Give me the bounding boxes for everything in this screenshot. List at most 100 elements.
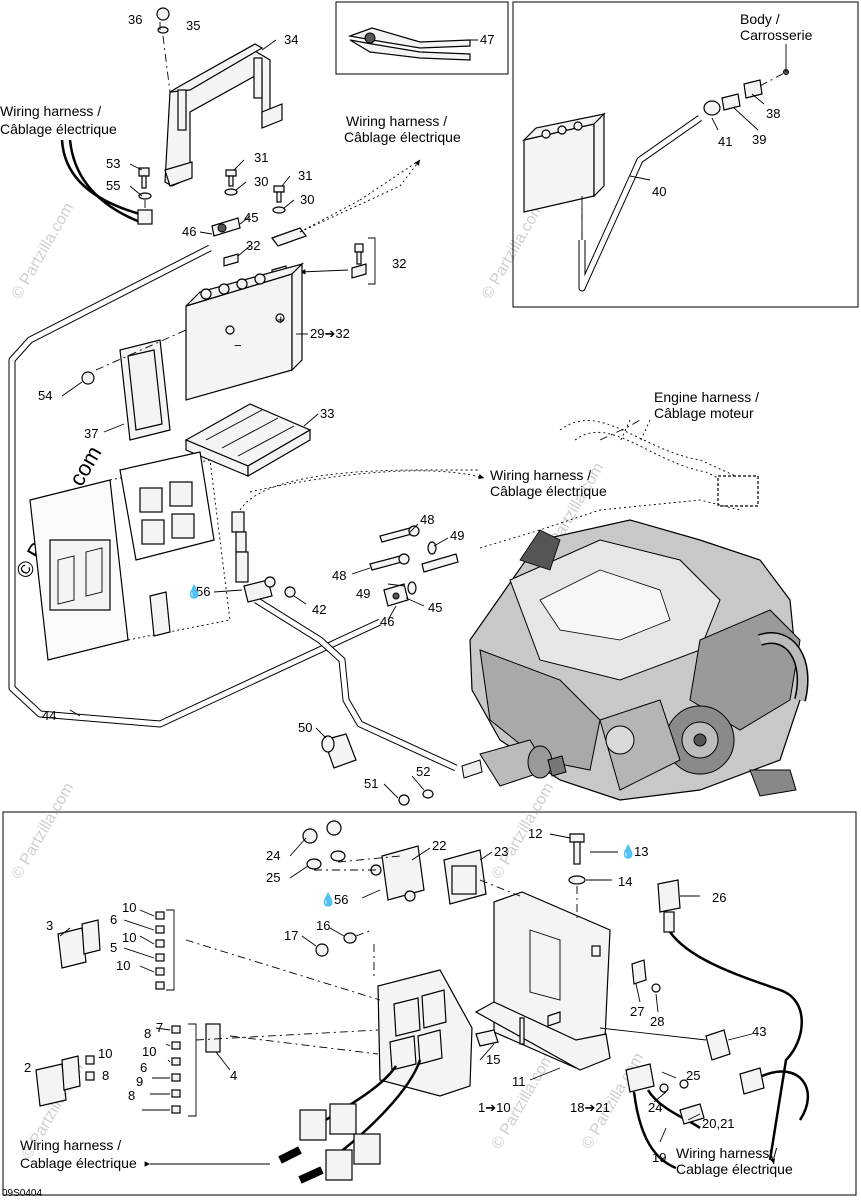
fuse-box-icon bbox=[377, 969, 473, 1097]
nut-54-icon bbox=[81, 329, 187, 385]
label-31a: 31 bbox=[254, 150, 268, 165]
captions: Wiring harness / Câblage électrique Wiri… bbox=[0, 11, 813, 1177]
callout-labels: 36 35 34 47 53 55 31 30 31 30 46 45 32 3… bbox=[24, 12, 780, 1165]
caption-wiring-bottom-right-line1: Wiring harness / bbox=[676, 1145, 777, 1161]
starter-motor-icon bbox=[461, 739, 567, 787]
battery-cable-44-icon bbox=[8, 244, 382, 728]
relay-22-icon bbox=[370, 845, 425, 902]
label-49a: 49 bbox=[450, 528, 464, 543]
label-25a: 25 bbox=[266, 870, 280, 885]
box-bracket-icon bbox=[474, 891, 611, 1071]
caption-wiring-top-mid-line1: Wiring harness / bbox=[346, 113, 447, 129]
label-30a: 30 bbox=[254, 174, 268, 189]
crimper-inset-box bbox=[335, 1, 509, 75]
label-18: 18➔21 bbox=[570, 1100, 610, 1115]
label-40: 40 bbox=[652, 184, 666, 199]
crimping-tool-icon bbox=[347, 27, 478, 61]
connector-bundle-icon bbox=[278, 1059, 422, 1184]
battery-bracket-icon bbox=[164, 43, 283, 187]
caption-engine-harness-line1: Engine harness / bbox=[654, 389, 759, 405]
label-28: 28 bbox=[650, 1014, 664, 1029]
fuse-puller-icon bbox=[205, 1023, 221, 1053]
label-10d: 10 bbox=[142, 1044, 156, 1059]
screw-31b-icon bbox=[272, 185, 286, 214]
battery-pad-icon bbox=[119, 339, 171, 441]
caption-wiring-mid-line1: Wiring harness / bbox=[490, 467, 591, 483]
figure-code: 09S0404 bbox=[2, 1188, 42, 1199]
bolt-48b-icon bbox=[369, 553, 417, 595]
label-30b: 30 bbox=[300, 192, 314, 207]
label-56a: 56 bbox=[196, 584, 210, 599]
label-35: 35 bbox=[186, 18, 200, 33]
label-27: 27 bbox=[630, 1004, 644, 1019]
clip-27-icon bbox=[631, 959, 661, 993]
drop-icon-56b: 💧 bbox=[320, 892, 336, 907]
top-left-harness-wire-2 bbox=[68, 139, 141, 224]
electrical-box-frame-icon bbox=[29, 451, 231, 661]
caption-wiring-top-mid-line2: Câblage électrique bbox=[344, 129, 461, 145]
label-1: 1➔10 bbox=[478, 1100, 511, 1115]
battery-icon: + − bbox=[185, 262, 305, 401]
caption-engine-harness-line2: Câblage moteur bbox=[654, 405, 754, 421]
label-42: 42 bbox=[312, 602, 326, 617]
label-5: 5 bbox=[110, 940, 117, 955]
relay-2-icon bbox=[35, 1055, 95, 1107]
battery-vent-inset-icon bbox=[522, 44, 789, 292]
engine-icon bbox=[469, 519, 809, 801]
label-46a: 46 bbox=[182, 224, 196, 239]
label-44: 44 bbox=[42, 708, 56, 723]
label-56b: 56 bbox=[334, 892, 348, 907]
starter-cable-icon bbox=[254, 597, 458, 772]
caption-wiring-bottom-left-line2: Cablage électrique bbox=[20, 1155, 137, 1171]
nut-35-icon bbox=[156, 7, 171, 93]
fuses-column-2-icon bbox=[171, 1023, 197, 1117]
label-13: 13 bbox=[634, 844, 648, 859]
cable-clamp-45-icon bbox=[211, 217, 241, 237]
battery-vent-inset-box bbox=[512, 1, 859, 308]
label-48b: 48 bbox=[332, 568, 346, 583]
label-50: 50 bbox=[298, 720, 312, 735]
relay-connector-icon bbox=[149, 511, 296, 637]
label-51: 51 bbox=[364, 776, 378, 791]
sensor-18-icon bbox=[625, 1063, 705, 1170]
electrical-box-inset-box bbox=[2, 811, 857, 1196]
harness-arrows bbox=[144, 159, 776, 1167]
leader-lines bbox=[59, 22, 765, 1143]
label-14: 14 bbox=[618, 874, 632, 889]
label-10b: 10 bbox=[122, 930, 136, 945]
label-19: 19 bbox=[652, 1150, 666, 1165]
caption-wiring-bottom-right-line2: Cablage électrique bbox=[676, 1161, 793, 1177]
label-48a: 48 bbox=[420, 512, 434, 527]
fuses-column-1-icon bbox=[155, 909, 175, 991]
label-22: 22 bbox=[432, 838, 446, 853]
label-49b: 49 bbox=[356, 586, 370, 601]
washer-52-icon bbox=[422, 789, 434, 799]
label-55: 55 bbox=[106, 178, 120, 193]
drop-icon-13: 💧 bbox=[620, 844, 636, 859]
caption-wiring-top-left-line2: Câblage électrique bbox=[0, 121, 117, 137]
watermark-1: © Partzilla.com bbox=[9, 200, 78, 302]
battery-tray-icon bbox=[184, 403, 312, 478]
label-25b: 25 bbox=[686, 1068, 700, 1083]
label-8c: 8 bbox=[102, 1068, 109, 1083]
label-4: 4 bbox=[230, 1068, 237, 1083]
watermark-5: © Partzilla.com bbox=[489, 780, 558, 882]
label-10e: 10 bbox=[98, 1046, 112, 1061]
label-36: 36 bbox=[128, 12, 142, 27]
label-17: 17 bbox=[284, 928, 298, 943]
label-33: 33 bbox=[320, 406, 334, 421]
label-52: 52 bbox=[416, 764, 430, 779]
label-54: 54 bbox=[38, 388, 52, 403]
label-7: 7 bbox=[156, 1020, 163, 1035]
clip-15-icon bbox=[475, 1029, 499, 1047]
screw-31a-icon bbox=[224, 169, 238, 196]
engine-harness-icon bbox=[479, 419, 759, 549]
battery-cable-top-icon bbox=[271, 159, 421, 247]
label-6a: 6 bbox=[110, 912, 117, 927]
wire-to-harness-mid bbox=[239, 469, 480, 511]
label-32a: 32 bbox=[246, 238, 260, 253]
label-10a: 10 bbox=[122, 900, 136, 915]
svg-text:+: + bbox=[277, 312, 285, 327]
connector-23-icon bbox=[443, 849, 487, 905]
